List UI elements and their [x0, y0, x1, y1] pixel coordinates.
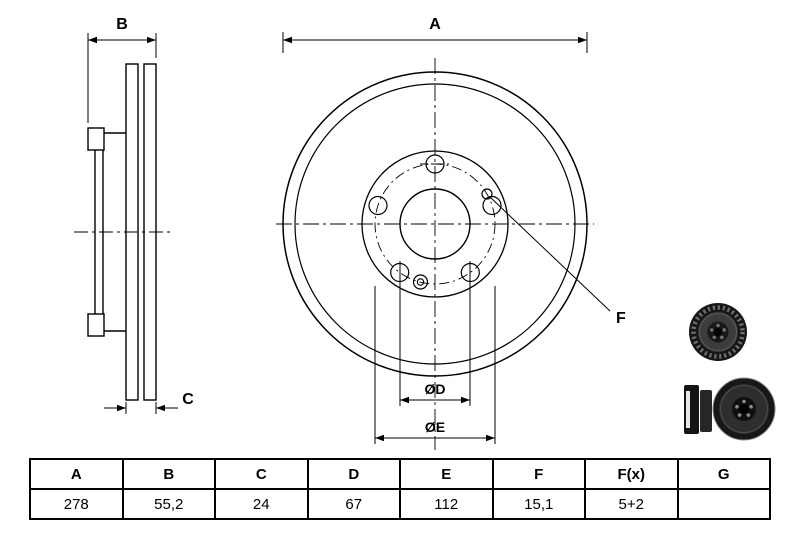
table-value-row: 278 55,2 24 67 112 15,1 5+2: [29, 488, 771, 520]
pin-hole-outer: [412, 274, 429, 290]
disc-plate-outer: [143, 63, 157, 401]
table-value-f: 15,1: [491, 488, 586, 520]
dimension-a-label: A: [429, 16, 441, 33]
table-value-c: 24: [214, 488, 309, 520]
hat-flange-bottom: [87, 313, 105, 337]
friction-rim-circle: [294, 83, 576, 365]
table-header-fx: F(x): [584, 458, 679, 490]
dimension-table: A B C D E F F(x) G 278 55,2 24 67 112 15…: [29, 458, 771, 520]
technical-drawing: B C: [74, 16, 776, 450]
locating-hole-f: [481, 188, 493, 200]
leader-f: [490, 197, 611, 312]
dimension-a: [282, 32, 588, 53]
table-value-g: [676, 488, 771, 520]
disc-plate-inner: [125, 63, 139, 401]
dimension-d-label: ØD: [425, 381, 446, 397]
side-view: [74, 63, 174, 401]
table-header-f: F: [491, 458, 586, 490]
dimension-b-label: B: [116, 16, 128, 33]
table-value-e: 112: [399, 488, 494, 520]
dimension-b: [87, 33, 157, 123]
table-header-e: E: [399, 458, 494, 490]
table-header-d: D: [306, 458, 401, 490]
table-header-g: G: [676, 458, 771, 490]
table-value-d: 67: [306, 488, 401, 520]
dimension-e-label: ØE: [425, 419, 445, 435]
dimension-c: [104, 402, 178, 414]
table-header-row: A B C D E F F(x) G: [29, 458, 771, 490]
table-value-b: 55,2: [121, 488, 216, 520]
dimension-d: [399, 261, 471, 406]
hat-edge-circle: [361, 150, 509, 298]
dimension-f-label: F: [616, 310, 626, 327]
brake-pad: [700, 390, 712, 432]
pin-hole-inner: [416, 278, 425, 286]
product-photo-disc-top: [689, 303, 747, 361]
center-bore-circle: [399, 188, 471, 260]
dimension-c-label: C: [182, 391, 194, 408]
bolt-hole: [368, 195, 388, 216]
table-header-a: A: [29, 458, 124, 490]
brake-pad-label: [686, 391, 690, 428]
outer-diameter-circle: [282, 71, 588, 377]
table-value-a: 278: [29, 488, 124, 520]
table-value-fx: 5+2: [584, 488, 679, 520]
table-header-c: C: [214, 458, 309, 490]
dimension-e: [374, 286, 496, 444]
bolt-circle: [374, 163, 496, 285]
table-header-b: B: [121, 458, 216, 490]
product-photo-pads-and-disc: [684, 377, 776, 441]
hat-flange-top: [87, 127, 105, 151]
front-view: [276, 58, 594, 450]
